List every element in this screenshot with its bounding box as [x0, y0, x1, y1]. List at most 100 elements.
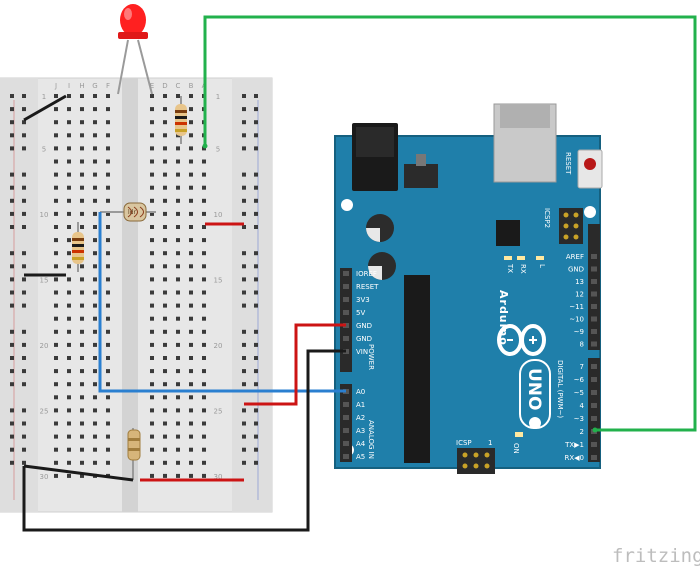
breadboard-hole [254, 251, 258, 256]
breadboard-hole [106, 460, 110, 465]
breadboard-hole [67, 421, 71, 426]
rx-label: RX [519, 264, 527, 274]
breadboard-hole [163, 185, 167, 190]
header-pin [343, 441, 349, 446]
breadboard-hole [150, 185, 154, 190]
breadboard-hole [254, 211, 258, 216]
row-number: 30 [214, 473, 223, 481]
breadboard-hole [242, 382, 246, 387]
breadboard-hole [106, 198, 110, 203]
breadboard-hole [189, 159, 193, 164]
breadboard-hole [54, 251, 58, 256]
breadboard-hole [163, 159, 167, 164]
breadboard-hole [54, 356, 58, 360]
analog-pin-label: A2 [356, 414, 365, 422]
wire-black-short[interactable] [23, 464, 134, 482]
breadboard-hole [67, 395, 71, 400]
column-letter: E [150, 82, 154, 90]
breadboard-hole [150, 211, 154, 216]
breadboard-hole [163, 198, 167, 203]
breadboard-hole [93, 120, 97, 125]
breadboard-hole [163, 369, 167, 374]
breadboard-hole [176, 159, 180, 164]
fritzing-watermark: fritzing [612, 545, 700, 567]
breadboard-hole [93, 329, 97, 334]
breadboard-hole [176, 238, 180, 243]
breadboard-hole [67, 198, 71, 203]
tx-label: TX [506, 263, 514, 273]
digital-pin-label: ~11 [569, 303, 584, 311]
breadboard-hole [189, 94, 193, 98]
breadboard-hole [106, 303, 110, 308]
breadboard-hole [67, 133, 71, 138]
breadboard-hole [67, 460, 71, 465]
header-pin [343, 336, 349, 341]
breadboard-hole [242, 107, 246, 112]
microcontroller-chip [404, 275, 430, 463]
breadboard-hole [67, 146, 71, 151]
breadboard-hole [93, 316, 97, 321]
digital-pin-label: ~9 [574, 328, 584, 336]
breadboard-hole [106, 421, 110, 426]
breadboard-hole [163, 316, 167, 321]
row-number: 20 [40, 342, 49, 350]
breadboard-hole [67, 211, 71, 216]
header-pin [591, 455, 597, 460]
breadboard-hole [242, 369, 246, 374]
breadboard-hole [106, 133, 110, 138]
breadboard-hole [242, 447, 246, 452]
breadboard-hole [106, 356, 110, 360]
breadboard-hole [22, 303, 26, 308]
breadboard-hole [22, 94, 26, 98]
breadboard-hole [10, 303, 14, 308]
breadboard-hole [80, 303, 84, 308]
digital-pin-label: 8 [580, 341, 584, 349]
breadboard-hole [106, 395, 110, 400]
breadboard-hole [93, 395, 97, 400]
breadboard-hole [202, 434, 206, 439]
uno-badge: UNO [519, 359, 551, 429]
wire-red[interactable] [244, 323, 346, 406]
breadboard-hole [150, 329, 154, 334]
breadboard-hole [189, 146, 193, 151]
breadboard-hole [176, 460, 180, 465]
breadboard-hole [80, 277, 84, 282]
breadboard-hole [189, 264, 193, 269]
breadboard-hole [163, 146, 167, 151]
row-number: 15 [214, 276, 223, 284]
breadboard-hole [80, 473, 84, 478]
breadboard-hole [254, 290, 258, 295]
model-text: UNO [524, 368, 544, 410]
header-pin [591, 364, 597, 369]
mount-hole [341, 199, 353, 211]
breadboard-hole [189, 238, 193, 243]
breadboard-hole [80, 460, 84, 465]
breadboard-hole [80, 382, 84, 387]
breadboard-hole [67, 238, 71, 243]
wire-blue[interactable] [98, 212, 346, 393]
row-number: 5 [216, 145, 220, 153]
breadboard-hole [10, 382, 14, 387]
on-label: ON [512, 443, 520, 454]
breadboard-hole [106, 329, 110, 334]
power-pin-label: GND [356, 335, 372, 343]
wire-black-short[interactable] [23, 94, 67, 122]
breadboard-hole [10, 290, 14, 295]
breadboard-hole [67, 303, 71, 308]
column-letter: F [106, 82, 110, 90]
digital-header-bottom [588, 358, 600, 462]
breadboard-hole [80, 316, 84, 321]
breadboard-hole [54, 434, 58, 439]
breadboard-hole [150, 408, 154, 413]
row-number: 10 [214, 211, 223, 219]
breadboard-hole [10, 369, 14, 374]
breadboard-hole [106, 408, 110, 413]
breadboard-hole [189, 277, 193, 282]
breadboard-hole [176, 329, 180, 334]
breadboard-hole [10, 434, 14, 439]
breadboard-hole [189, 447, 193, 452]
breadboard-hole [242, 264, 246, 269]
breadboard-hole [176, 447, 180, 452]
wire-green[interactable] [203, 15, 697, 432]
wire-black[interactable] [22, 349, 346, 532]
